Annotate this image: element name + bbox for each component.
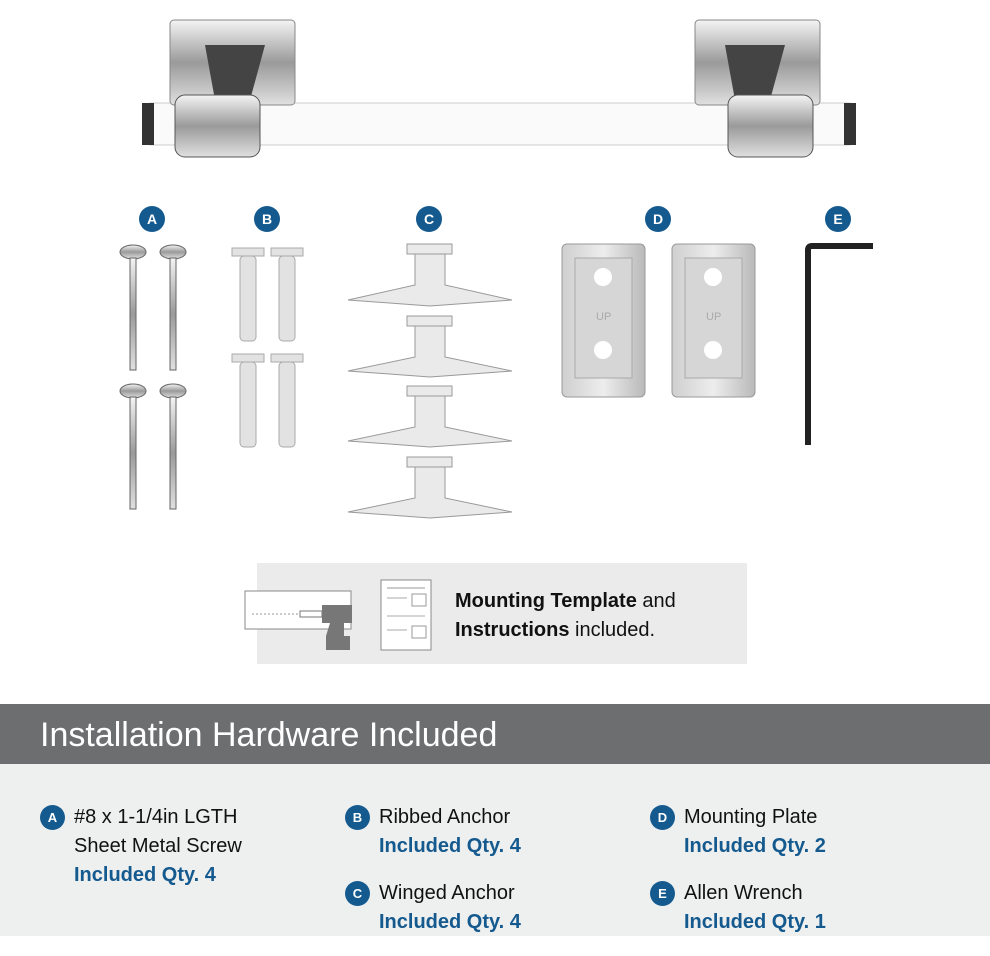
- legend-badge-e: E: [650, 881, 675, 906]
- hardware-legend: A #8 x 1-1/4in LGTH Sheet Metal Screw In…: [0, 764, 990, 936]
- legend-name: Allen Wrench: [684, 882, 803, 904]
- legend-badge-a: A: [40, 805, 65, 830]
- screws-image: [119, 244, 187, 510]
- product-illustration: UP UP: [119, 19, 873, 519]
- mounting-plates-image: UP UP: [561, 243, 756, 398]
- legend-qty: Included Qty. 4: [379, 835, 521, 857]
- legend-item-c: C Winged Anchor Included Qty. 4: [345, 879, 521, 937]
- legend-badge-b: B: [345, 805, 370, 830]
- legend-name: #8 x 1-1/4in LGTH: [74, 806, 238, 828]
- label-badge-e: E: [825, 206, 851, 232]
- legend-name-2: Sheet Metal Screw: [74, 835, 242, 857]
- plate-marking-up: UP: [596, 311, 611, 323]
- legend-name: Mounting Plate: [684, 806, 818, 828]
- label-badge-b: B: [254, 206, 280, 232]
- template-bold: Mounting Template: [455, 590, 637, 612]
- legend-qty: Included Qty. 4: [74, 864, 216, 886]
- legend-qty: Included Qty. 2: [684, 835, 826, 857]
- legend-badge-d: D: [650, 805, 675, 830]
- drill-template-icon: [244, 579, 432, 651]
- legend-name: Ribbed Anchor: [379, 806, 511, 828]
- label-badge-a: A: [139, 206, 165, 232]
- toilet-paper-holder-image: [142, 19, 856, 158]
- legend-item-b: B Ribbed Anchor Included Qty. 4: [345, 803, 521, 861]
- legend-qty: Included Qty. 4: [379, 911, 521, 933]
- legend-item-e: E Allen Wrench Included Qty. 1: [650, 879, 826, 937]
- label-badge-d: D: [645, 206, 671, 232]
- legend-name: Winged Anchor: [379, 882, 515, 904]
- legend-qty: Included Qty. 1: [684, 911, 826, 933]
- winged-anchors-image: [347, 243, 513, 519]
- allen-wrench-image: [805, 243, 873, 445]
- template-text-1: and: [636, 590, 676, 612]
- template-text-2: included.: [569, 619, 656, 641]
- legend-item-a: A #8 x 1-1/4in LGTH Sheet Metal Screw In…: [40, 803, 242, 890]
- ribbed-anchors-image: [231, 247, 304, 448]
- instructions-bold: Instructions: [455, 619, 570, 641]
- template-text: Mounting Template and Instructions inclu…: [455, 587, 676, 645]
- label-badge-c: C: [416, 206, 442, 232]
- template-instructions-panel: Mounting Template and Instructions inclu…: [244, 563, 747, 664]
- plate-marking-up: UP: [706, 311, 721, 323]
- legend-badge-c: C: [345, 881, 370, 906]
- legend-item-d: D Mounting Plate Included Qty. 2: [650, 803, 826, 861]
- section-title: Installation Hardware Included: [0, 704, 990, 764]
